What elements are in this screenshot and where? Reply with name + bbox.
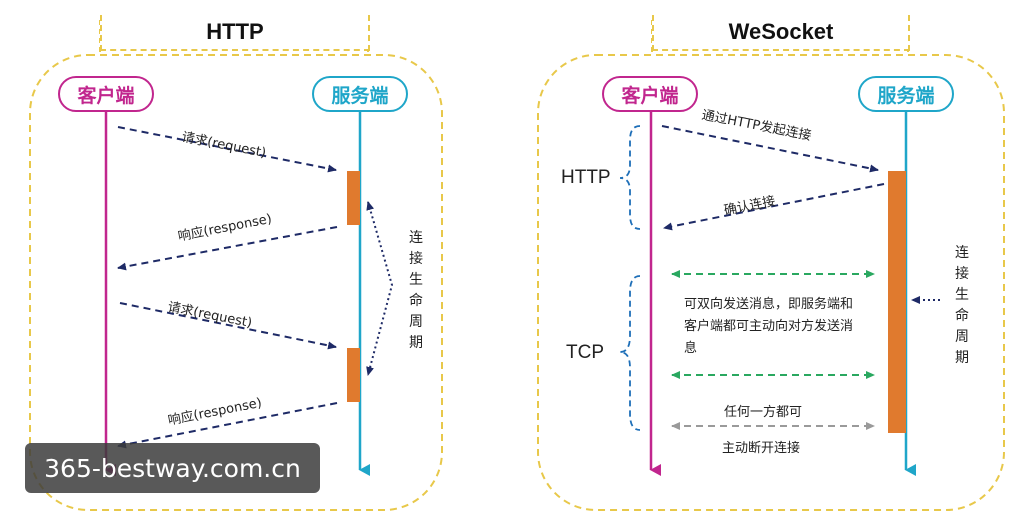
http-response-arrow-2	[117, 402, 338, 449]
http-request-arrow-2	[119, 302, 337, 350]
ws-confirm-arrow	[663, 183, 885, 231]
ws-server-node: 服务端	[858, 76, 954, 112]
ws-client-node: 客户端	[602, 76, 698, 112]
ws-close-label-2: 主动断开连接	[722, 441, 801, 456]
ws-lifecycle-label: 连接生命周期	[955, 245, 969, 366]
ws-activation-bar	[888, 171, 906, 433]
websocket-title: WeSocket	[652, 15, 910, 51]
http-frame	[29, 54, 443, 511]
ws-handshake-arrow	[661, 125, 879, 173]
ws-duplex-text: 可双向发送消息，即服务端和客户端都可主动向对方发送消息	[684, 297, 854, 356]
websocket-frame	[537, 54, 1005, 511]
http-request-arrow-1	[117, 126, 337, 173]
http-title: HTTP	[100, 15, 370, 51]
http-lifecycle-label: 连接生命周期	[409, 230, 423, 351]
http-activation-bar-1	[347, 171, 360, 225]
http-server-node: 服务端	[312, 76, 408, 112]
ws-http-label: HTTP	[561, 167, 611, 188]
http-lifecycle-arrow	[366, 201, 394, 376]
http-brace-icon	[619, 125, 641, 230]
ws-close-label-1: 任何一方都可	[724, 405, 803, 420]
watermark: 365-bestway.com.cn	[25, 443, 320, 493]
http-response-arrow-1	[117, 226, 338, 271]
tcp-brace-icon	[619, 275, 641, 431]
http-client-node: 客户端	[58, 76, 154, 112]
http-activation-bar-2	[347, 348, 360, 402]
ws-tcp-label: TCP	[566, 342, 604, 363]
